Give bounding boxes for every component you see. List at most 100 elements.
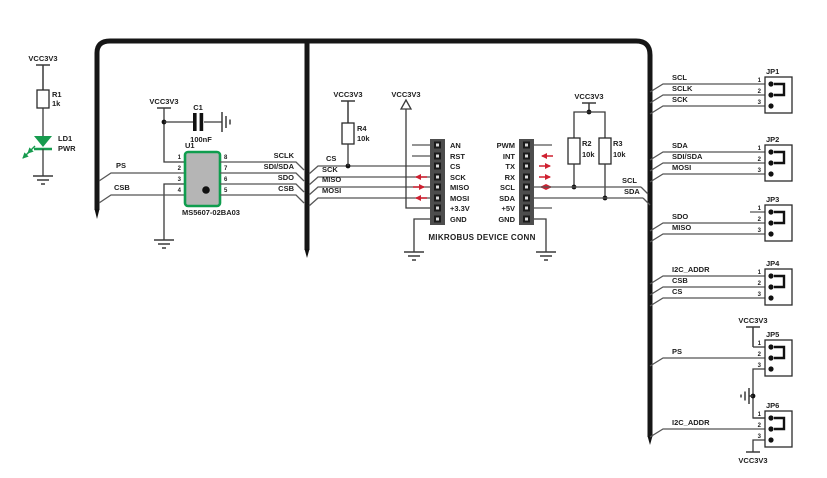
gnd-wire-left [413,218,430,252]
net-label-sdisda: SDI/SDA [264,162,295,171]
net-label: SDA [672,141,688,150]
jumper-shunt-1-2 [774,345,786,360]
vcc-arrow-symbol [399,98,413,110]
sensor-port-hole [202,186,210,194]
mikrobus-connector: AN RST CS SCK MISO MOSI +3.3V GND PWM IN… [404,139,556,261]
pin-number: 2 [758,217,762,223]
jp6-label: JP6 [766,401,779,410]
ground-symbol [154,239,174,249]
net-label: CS [672,287,682,296]
pin-label-an: AN [450,141,461,150]
pwm-5v-stubs [534,144,552,209]
net-label: SCL [672,73,687,82]
jumper-shunt-1-2 [774,82,786,97]
pin-number: 1 [758,270,762,276]
jumper-shunt-1-2 [774,416,786,431]
capacitor-plate [193,113,197,131]
pin3-wire [752,439,765,452]
pin-number: 1 [758,206,762,212]
jumper-jp6: JP6 I2C_ADDR VCC3V3 1 2 3 [649,401,793,465]
net-label-sdo: SDO [278,173,294,182]
vcc-label: VCC3V3 [333,90,362,99]
pin-number: 6 [224,177,228,183]
pin-label-scl: SCL [500,183,515,192]
c1-value: 100nF [190,135,212,144]
net-label-csb: CSB [278,184,294,193]
vcc-label: VCC3V3 [149,97,178,106]
ps-wire [649,357,765,367]
vcc-symbol [36,64,50,90]
net-label-sck: SCK [322,165,338,174]
ground-symbol [33,175,53,185]
ground-symbol [536,251,556,261]
bus-stubs [640,186,651,206]
pin-number: 1 [178,155,182,161]
bus-taper-middle [304,249,310,258]
gnd-wire-right [534,218,547,252]
header-pins-right [523,141,530,223]
net-label-sda: SDA [624,187,640,196]
main-bus [94,38,653,437]
header-body-right [519,139,534,225]
pin-label-5v: +5V [501,204,515,213]
header-body-left [430,139,445,225]
u1-right-wires [220,161,305,204]
net-label-mosi: MOSI [322,186,341,195]
resistor-r1 [36,89,50,109]
resistor-r4 [341,122,355,145]
pin-label-miso: MISO [450,183,469,192]
ground-symbol-side [221,112,231,132]
pin-label-rst: RST [450,152,465,161]
pin-label-cs: CS [450,162,460,171]
r2-ref: R2 [582,139,592,148]
pin-number: 2 [178,166,182,172]
wires [649,211,765,243]
pin-number: 2 [758,423,762,429]
vcc-label: VCC3V3 [574,92,603,101]
spi-net-wires: CS SCK MISO MOSI [308,154,430,207]
pin-label-3v3: +3.3V [450,204,470,213]
jp3-label: JP3 [766,195,779,204]
net-label-miso: MISO [322,175,341,184]
sensor-body [183,150,222,208]
vcc-label: VCC3V3 [391,90,420,99]
net-label: SDI/SDA [672,152,703,161]
vcc-symbol [746,326,760,347]
scl-sda-wires [534,186,643,199]
led-ld1 [22,136,52,159]
ps-wire [98,172,185,182]
pin-number: 3 [758,292,762,298]
net-label: SCK [672,95,688,104]
u1-part-number: MS5607-02BA03 [182,208,240,217]
pin-number: 1 [758,78,762,84]
net-label: CSB [672,276,688,285]
net-label-sclk: SCLK [274,151,295,160]
pin3-gnd-wire [752,368,765,419]
wire [573,111,606,138]
i2c-addr-wire [649,428,765,438]
led-function: PWR [58,144,76,153]
net-label: SDO [672,212,688,221]
jumper-jp1: JP1 SCL SCLK SCK 1 2 3 [649,67,793,115]
pin-number: 2 [758,89,762,95]
pin-number: 3 [758,228,762,234]
bus-lines [94,38,653,445]
vcc-label: VCC3V3 [28,54,57,63]
pin-number: 1 [758,146,762,152]
jp2-label: JP2 [766,135,779,144]
r4-value: 10k [357,134,370,143]
wire [405,109,430,209]
power-led-branch: VCC3V3 R1 1k LD1 PWR [22,54,76,185]
pin-label-mosi: MOSI [450,194,469,203]
net-label-i2c-addr: I2C_ADDR [672,418,710,427]
jumper-jp2: JP2 SDA SDI/SDA MOSI 1 2 3 [649,135,793,183]
pin-number: 5 [224,188,228,194]
pin-number: 2 [758,157,762,163]
pin-label-gnd: GND [498,215,515,224]
i2c-pullups-block: VCC3V3 R2 10k R3 10k SCL SDA [534,92,651,206]
pin-label-sda: SDA [499,194,515,203]
csb-wire [98,194,185,204]
jp4-label: JP4 [766,259,780,268]
pin-number: 3 [758,434,762,440]
